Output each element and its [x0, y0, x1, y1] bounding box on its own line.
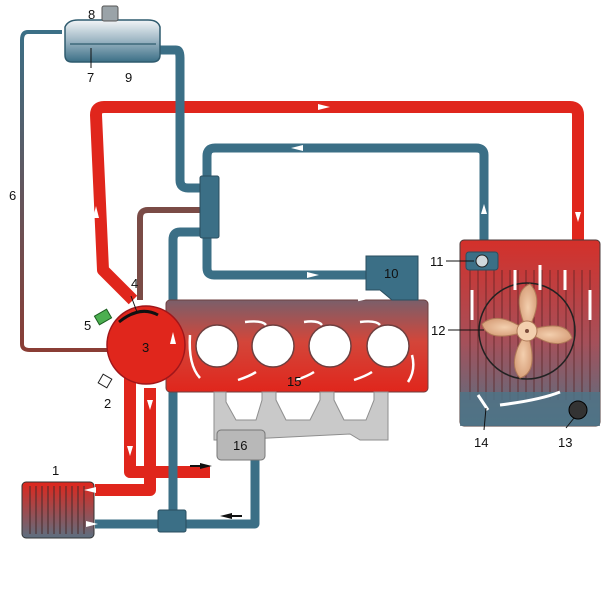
overflow-hose: [20, 30, 110, 352]
label-15: 15: [287, 374, 301, 389]
thermostat-housing: [365, 255, 419, 301]
cold-pipe-bottom: [95, 458, 260, 529]
bottom-tee: [157, 509, 187, 533]
distribution-block: [199, 175, 220, 239]
heater-core: [21, 481, 95, 539]
hot-pipe-to-heater: [124, 378, 210, 478]
throttle-heater: [216, 429, 266, 461]
label-3: 3: [142, 340, 149, 355]
label-4: 4: [131, 276, 138, 291]
label-7: 7: [87, 70, 94, 85]
expansion-tank: [64, 5, 161, 63]
label-14: 14: [474, 435, 488, 450]
label-1: 1: [52, 463, 59, 478]
label-5: 5: [84, 318, 91, 333]
manifold: [213, 391, 389, 441]
label-2: 2: [104, 396, 111, 411]
label-12: 12: [431, 323, 445, 338]
hot-pipe-heater-outlet: [95, 388, 156, 496]
temperature-sensor: [93, 308, 113, 326]
sensor-icon: [475, 254, 489, 268]
hot-pipe-to-radiator: [90, 101, 584, 305]
label-16: 16: [233, 438, 247, 453]
radiator-fan: [478, 282, 576, 380]
label-13: 13: [558, 435, 572, 450]
label-6: 6: [9, 188, 16, 203]
label-9: 9: [125, 70, 132, 85]
label-10: 10: [384, 266, 398, 281]
cold-pipe-radiator-return: [202, 143, 489, 280]
drain-valve-icon: [568, 400, 588, 420]
tank-cap: [101, 5, 119, 22]
label-11: 11: [430, 254, 444, 269]
drain-plug: [97, 373, 113, 389]
cold-pipe-from-tank: [160, 45, 205, 193]
label-8: 8: [88, 7, 95, 22]
water-pump-housing: [106, 305, 186, 385]
engine-block: [165, 285, 429, 393]
bypass-hose: [137, 207, 205, 300]
cold-pipe-vertical: [168, 227, 205, 522]
